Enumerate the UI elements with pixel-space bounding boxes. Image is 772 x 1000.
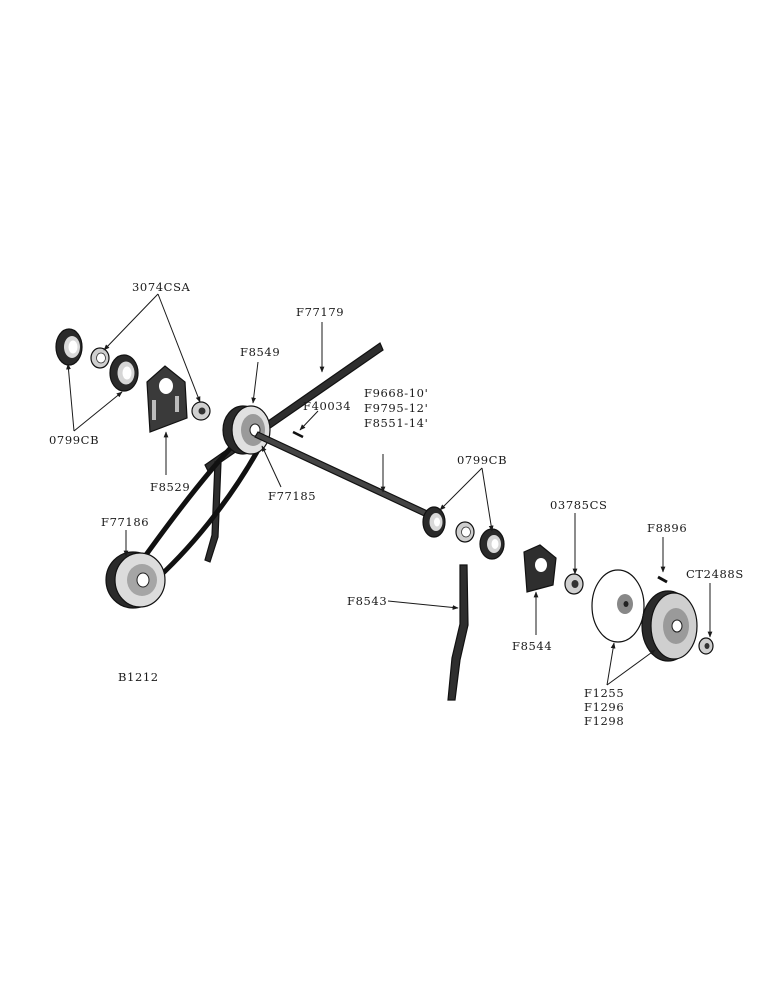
drive-sheave-f8549 — [222, 405, 271, 455]
key-f8896 — [657, 575, 668, 584]
label-f8544: F8544 — [512, 639, 552, 653]
bearing-flange-left-inner — [109, 354, 139, 392]
label-f8543: F8543 — [347, 594, 387, 608]
collar-03785cs — [564, 573, 584, 595]
part-labels: 3074CSA F77179 F8549 F9668-10' F9795-12'… — [49, 280, 744, 728]
label-f1298: F1298 — [584, 714, 624, 728]
guard-disc — [591, 569, 645, 643]
label-f9668: F9668-10' — [364, 386, 428, 400]
bracket-f8544 — [523, 544, 557, 593]
label-0799cb-right: 0799CB — [457, 453, 507, 467]
bearing-left — [90, 347, 110, 369]
nut-ct2488s — [698, 637, 714, 655]
label-f40034: F40034 — [303, 399, 351, 413]
sheave-right — [641, 590, 698, 662]
label-f77185: F77185 — [268, 489, 316, 503]
label-f77186: F77186 — [101, 515, 149, 529]
label-0799cb-left: 0799CB — [49, 433, 99, 447]
label-f8529: F8529 — [150, 480, 190, 494]
label-f8549: F8549 — [240, 345, 280, 359]
label-f8551: F8551-14' — [364, 416, 428, 430]
label-f9795: F9795-12' — [364, 401, 428, 415]
collar-center — [191, 401, 211, 421]
label-f1296: F1296 — [584, 700, 624, 714]
bearing-flange-right-outer — [422, 506, 446, 538]
bearing-flange-right-inner — [479, 528, 505, 560]
support-bar-f8543 — [447, 564, 469, 701]
label-ct2488s: CT2488S — [686, 567, 744, 581]
label-3074csa: 3074CSA — [132, 280, 191, 294]
key-f40034 — [292, 430, 304, 439]
label-f1255: F1255 — [584, 686, 624, 700]
bearing-flange-left-outer — [55, 328, 83, 366]
bearing-right — [455, 521, 475, 543]
label-b1212: B1212 — [118, 670, 159, 684]
label-f77179: F77179 — [296, 305, 344, 319]
label-03785cs: 03785CS — [550, 498, 607, 512]
label-f8896: F8896 — [647, 521, 687, 535]
drive-shaft — [254, 431, 437, 521]
bracket-f8529 — [146, 365, 188, 433]
driven-pulley-f77186 — [105, 551, 166, 609]
leader-lines — [66, 293, 713, 686]
